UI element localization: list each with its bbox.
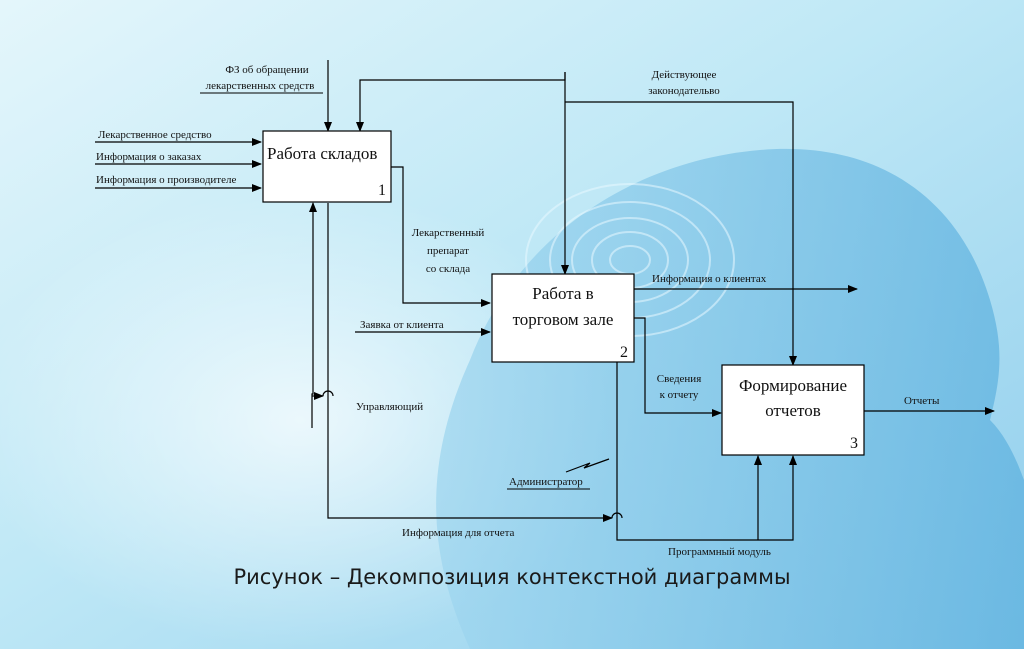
box-3-number: 3	[850, 435, 858, 452]
label-report-info: Информация для отчета	[402, 527, 515, 539]
label-drug-from-warehouse-3: со склада	[426, 263, 470, 275]
box-2-title-line1: Работа в	[532, 284, 593, 303]
label-client-request: Заявка от клиента	[360, 319, 444, 331]
box-1-title: Работа складов	[267, 144, 377, 163]
box-2: Работа в торговом зале 2	[491, 273, 635, 363]
label-manufacturer: Информация о производителе	[96, 174, 236, 186]
box-1: Работа складов 1	[262, 130, 392, 203]
arrow-drug-from-warehouse	[391, 166, 491, 307]
arrow-law-box1	[356, 72, 566, 132]
arrow-report-info	[327, 203, 613, 522]
label-orders: Информация о заказах	[96, 151, 202, 163]
box-3-title-line1: Формирование	[739, 376, 847, 395]
label-law-line1: Действующее	[652, 69, 717, 81]
arrow-law-box3	[565, 101, 797, 366]
box-2-number: 2	[620, 344, 628, 361]
label-fz-line1: ФЗ об обращении	[225, 64, 308, 76]
label-manager: Управляющий	[356, 401, 423, 413]
label-report-data-2: к отчету	[660, 389, 699, 401]
label-drug: Лекарственное средство	[98, 129, 212, 141]
label-clients-info: Информация о клиентах	[652, 273, 767, 285]
label-report-data-1: Сведения	[657, 373, 702, 385]
label-administrator: Администратор	[509, 476, 583, 488]
arrow-manager-box1	[309, 202, 317, 428]
figure-caption: Рисунок – Декомпозиция контекстной диагр…	[233, 565, 791, 589]
label-law-line2: законодательво	[648, 85, 720, 97]
label-fz-line2: лекарственных средств	[206, 80, 315, 92]
label-reports: Отчеты	[904, 395, 940, 407]
arrow-software	[616, 362, 797, 541]
admin-squiggle	[565, 458, 610, 473]
box-3-title-line2: отчетов	[765, 401, 821, 420]
box-3: Формирование отчетов 3	[721, 364, 865, 456]
arrow-report-data	[634, 317, 722, 417]
label-software: Программный модуль	[668, 546, 771, 558]
box-1-number: 1	[378, 182, 386, 199]
label-drug-from-warehouse-2: препарат	[427, 245, 469, 257]
box-2-title-line2: торговом зале	[513, 310, 614, 329]
label-drug-from-warehouse-1: Лекарственный	[412, 227, 485, 239]
